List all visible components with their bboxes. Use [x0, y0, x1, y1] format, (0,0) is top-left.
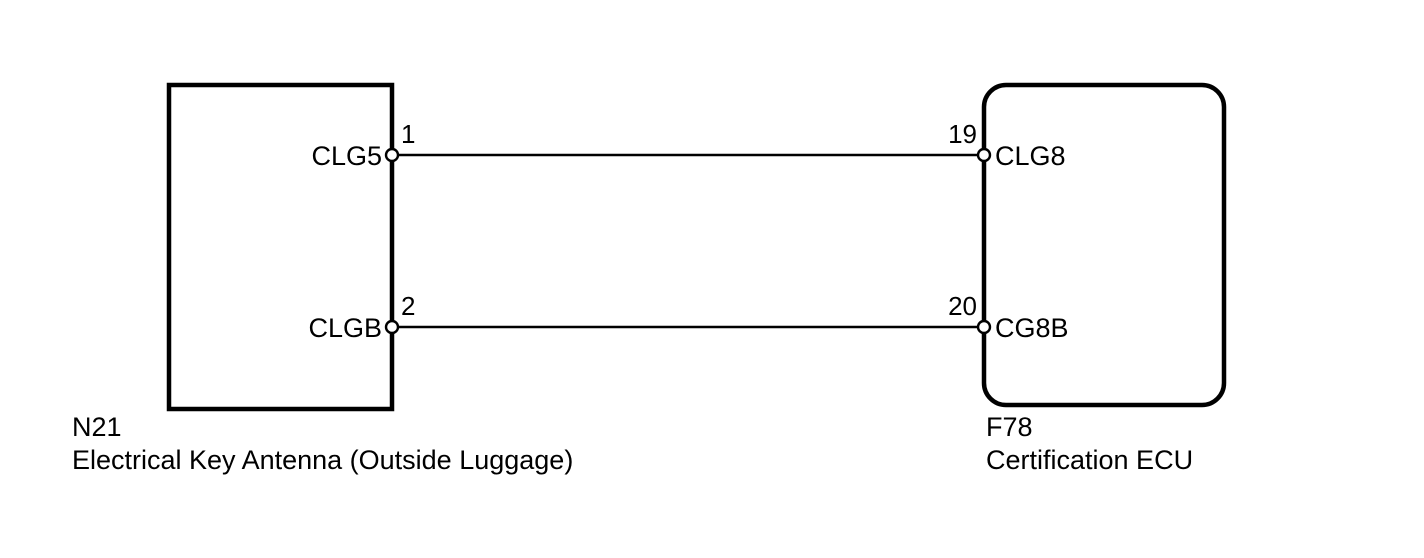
component-name-n21: Electrical Key Antenna (Outside Luggage): [72, 445, 573, 475]
component-box-n21: [166, 82, 395, 412]
pin-signal-label-clg8: CLG8: [995, 141, 1066, 171]
pin-terminal-n21-2: [384, 319, 400, 335]
component-name-f78: Certification ECU: [986, 445, 1193, 475]
component-code-f78: F78: [986, 412, 1033, 442]
pin-terminal-n21-1: [384, 147, 400, 163]
pin-number-label-2: 2: [401, 291, 415, 321]
pin-number-label-19: 19: [948, 119, 977, 149]
pin-signal-label-clgb: CLGB: [308, 313, 382, 343]
pin-terminal-f78-19: [976, 147, 992, 163]
component-box-f78: [981, 82, 1227, 408]
pin-terminal-f78-20: [976, 319, 992, 335]
pin-number-label-20: 20: [948, 291, 977, 321]
pin-signal-label-cg8b: CG8B: [995, 313, 1069, 343]
pin-signal-label-clg5: CLG5: [311, 141, 382, 171]
component-code-n21: N21: [72, 412, 122, 442]
pin-number-label-1: 1: [401, 119, 415, 149]
